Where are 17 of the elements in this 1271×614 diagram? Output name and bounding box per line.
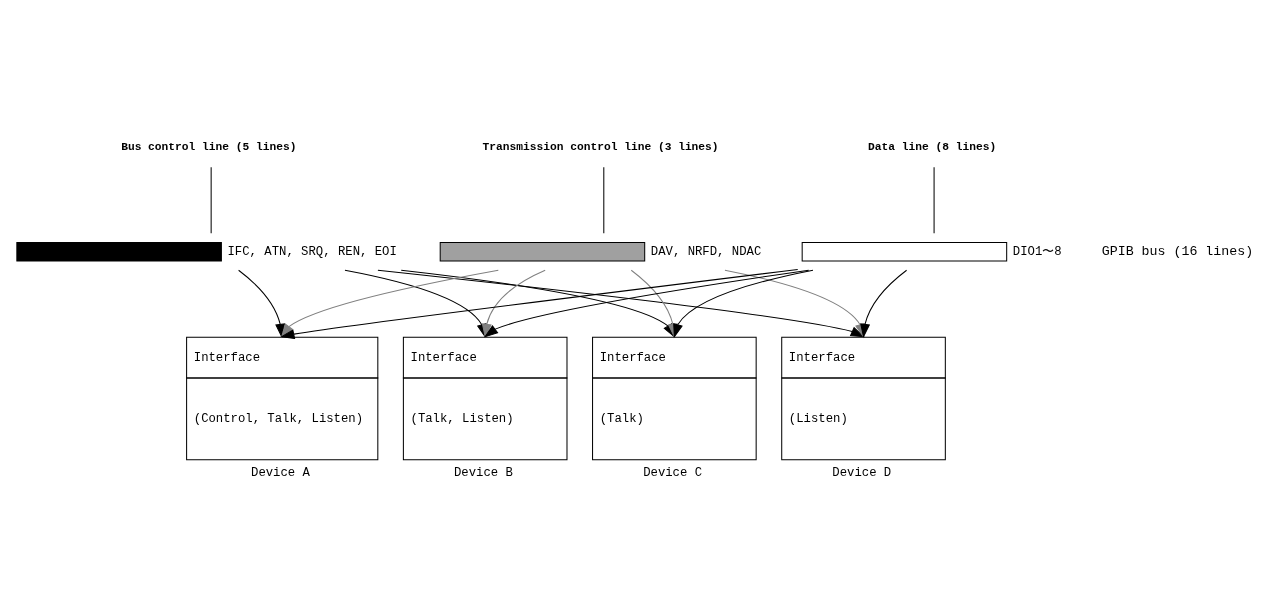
node-label: Device A <box>251 465 310 480</box>
connector <box>603 166 605 234</box>
node-label: Device D <box>832 465 892 480</box>
arrow <box>238 269 286 338</box>
connector <box>210 166 212 234</box>
node-label: Device C <box>643 465 703 480</box>
node-label: DIO1〜8 <box>1012 244 1062 259</box>
arrow <box>673 269 814 338</box>
node-label: Device B <box>454 465 513 480</box>
node-text: Transmission control line (3 lines) <box>482 140 719 153</box>
node-label: IFC, ATN, SRQ, REN, EOI <box>227 244 397 259</box>
node-text: Bus control line (5 lines) <box>121 140 297 153</box>
arrow <box>481 269 546 338</box>
node-text: Data line (8 lines) <box>868 140 997 153</box>
arrow <box>860 269 908 338</box>
label: GPIB bus (16 lines) <box>1101 243 1254 259</box>
node-label: DAV, NRFD, NDAC <box>650 244 762 259</box>
